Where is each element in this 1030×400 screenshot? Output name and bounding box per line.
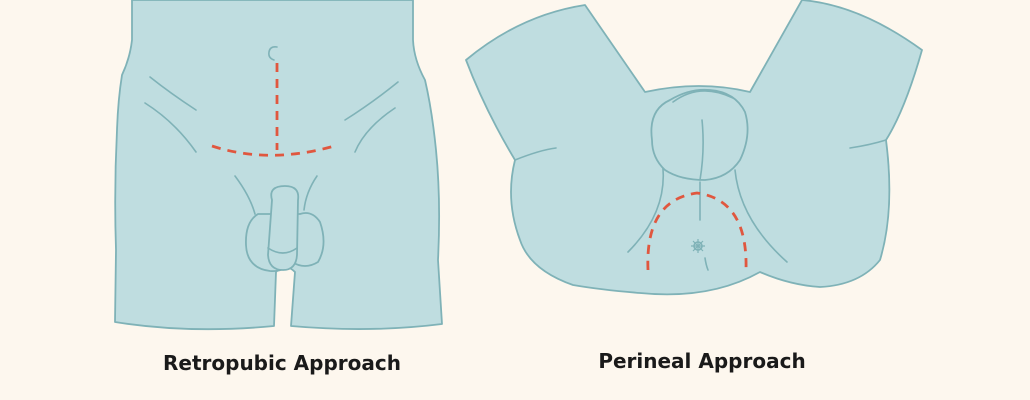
- right-groin-line: [303, 175, 318, 211]
- left-groin-crease-upper: [144, 102, 197, 153]
- right-hip-crease: [344, 81, 399, 121]
- left-thigh-contour: [514, 147, 557, 161]
- retropubic-panel: [114, 0, 443, 331]
- scrotum-center-line: [699, 119, 704, 181]
- right-thigh-contour: [849, 139, 887, 149]
- torso-front-silhouette: [114, 0, 443, 331]
- left-hip-crease: [149, 76, 197, 111]
- perineal-caption: Perineal Approach: [598, 349, 806, 373]
- perineal-panel: [465, 0, 923, 296]
- lifted-scrotum-shape: [650, 88, 749, 181]
- penis-glans-line: [267, 247, 298, 254]
- right-groin-crease-upper: [354, 107, 396, 153]
- perineal-incision: [646, 191, 748, 271]
- retropubic-caption: Retropubic Approach: [163, 351, 401, 375]
- left-groin-line: [234, 175, 256, 215]
- scrotum-top-fold: [672, 90, 734, 103]
- penis-shape: [267, 185, 300, 271]
- gluteal-cleft-line: [704, 257, 709, 271]
- right-buttock-line: [734, 169, 788, 263]
- anus-icon: [691, 239, 705, 253]
- navel-icon: [268, 46, 278, 61]
- left-buttock-line: [627, 159, 665, 253]
- lower-abdominal-incision: [211, 143, 339, 157]
